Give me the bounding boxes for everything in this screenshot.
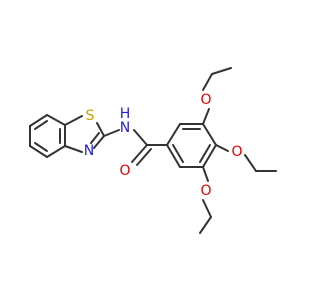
bond: [34, 142, 48, 152]
bond: [34, 120, 48, 130]
bond: [96, 122, 105, 137]
bond: [202, 144, 217, 168]
bond: [29, 145, 48, 158]
bond: [202, 73, 213, 91]
bond: [136, 148, 152, 166]
bond: [64, 145, 83, 153]
bond: [131, 144, 148, 163]
carbonyl-oxygen-atom-label: O: [119, 163, 130, 179]
amide-nitrogen-atom-label: N: [120, 120, 130, 136]
bond: [244, 154, 257, 172]
sulfur-atom-label: S: [86, 108, 95, 124]
atom-labels: S N N H O O O O: [84, 92, 243, 199]
bond: [202, 199, 212, 218]
bond: [211, 67, 232, 75]
bond: [90, 132, 100, 144]
ring-nitrogen-atom-label: N: [84, 143, 94, 159]
bond: [166, 144, 181, 168]
bond: [29, 114, 48, 127]
molecule-structure: S N N H O O O O: [29, 67, 277, 234]
bond: [202, 108, 210, 125]
molecule-diagram: S N N H O O O O: [29, 67, 277, 234]
bottom-ethoxy-oxygen-atom-label: O: [200, 183, 211, 199]
amide-hydrogen-atom-label: H: [120, 106, 131, 122]
bond: [93, 135, 105, 149]
bond: [166, 123, 181, 146]
bond-group: [29, 67, 277, 234]
bond: [172, 144, 184, 163]
bond: [46, 114, 66, 126]
bond: [133, 129, 148, 146]
bond: [103, 129, 120, 137]
bond: [46, 145, 66, 158]
bond: [199, 144, 211, 163]
bond: [202, 123, 217, 146]
bond: [199, 216, 212, 234]
middle-ethoxy-oxygen-atom-label: O: [231, 144, 242, 160]
bond: [202, 166, 209, 182]
bond: [215, 144, 229, 152]
bond: [64, 115, 83, 126]
top-ethoxy-oxygen-atom-label: O: [200, 92, 211, 108]
